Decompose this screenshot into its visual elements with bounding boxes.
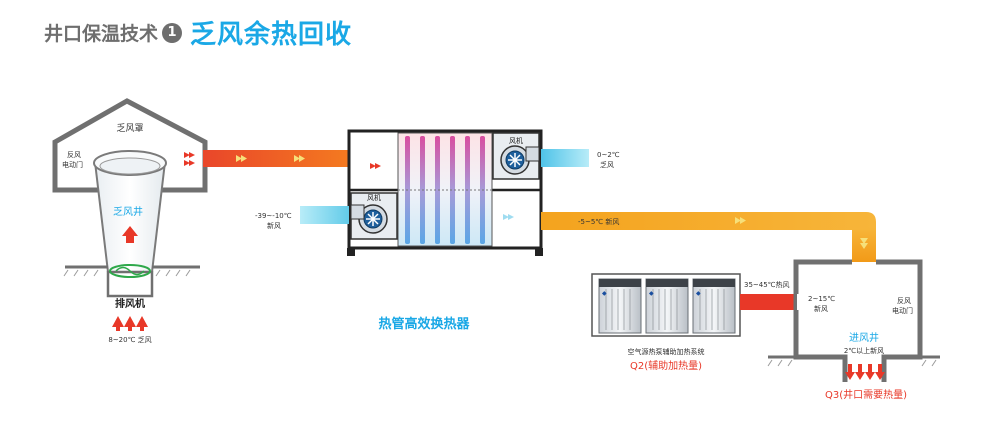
heat-pump-caption: 空气源热泵辅助加热系统 <box>628 347 705 356</box>
exhaust-out-duct: 0~2℃ 乏风 <box>541 149 620 169</box>
fan-top-label: 风机 <box>509 136 523 145</box>
hood-label: 乏风罩 <box>116 123 143 134</box>
header-prefix: 井口保温技术 <box>44 23 159 45</box>
fresh-out-duct: -5~5℃ 新风 <box>541 212 876 262</box>
downflow-arrows-icon <box>845 364 885 380</box>
exchanger-label: 热管高效换热器 <box>378 316 470 332</box>
header-number-badge: 1 <box>162 22 183 43</box>
exchanger-fan-bottom: 风机 <box>350 192 398 240</box>
svg-text:◆: ◆ <box>696 290 701 297</box>
exhaust-duct <box>184 150 349 167</box>
svg-text:◆: ◆ <box>649 290 654 297</box>
fresh-in-label: 新风 <box>267 221 281 230</box>
fresh-out-label: -5~5℃ 新风 <box>578 217 619 226</box>
hot-air-temp: 35~45℃热风 <box>744 280 790 289</box>
inlet-temp-line2: 新风 <box>814 304 828 313</box>
exhaust-fan-label: 排风机 <box>115 297 145 310</box>
hot-air-duct <box>740 294 796 310</box>
header-title: 乏风余热回收 <box>190 20 353 50</box>
heat-pump-unit: ◆ <box>645 278 689 334</box>
exhaust-out-label: 乏风 <box>600 160 614 169</box>
svg-text:◆: ◆ <box>602 290 607 297</box>
hood-reverse-door-line2: 电动门 <box>62 160 83 169</box>
shaft-label: 乏风井 <box>113 205 143 218</box>
inlet-q-label: Q3(井口需要热量) <box>825 388 907 401</box>
heat-pipe-exchanger: 风机 风机 热管高效换热器 <box>347 129 543 332</box>
shaft-temp-label: 8~20℃ 乏风 <box>108 335 151 344</box>
inlet-well-label: 进风井 <box>849 331 879 344</box>
heat-pump-unit: ◆ <box>598 278 642 334</box>
exhaust-out-temp: 0~2℃ <box>597 151 620 159</box>
inlet-reverse-door-line2: 电动门 <box>892 306 913 315</box>
exhaust-fan-icon <box>109 264 151 278</box>
hood-reverse-door-line1: 反风 <box>67 150 81 159</box>
heat-pump-system: ◆ ◆ ◆ 空气源热泵辅助加热系统 Q2(辅助加热量) 35~45℃热风 <box>591 273 796 372</box>
inlet-well: 2~15℃ 新风 反风 电动门 进风井 2℃以上新风 Q3(井口需要热量) <box>767 259 940 401</box>
fan-bottom-label: 风机 <box>367 193 381 202</box>
exhaust-shaft: 乏风井 排风机 8~20℃ 乏风 <box>63 150 200 344</box>
inlet-temp-line1: 2~15℃ <box>808 295 835 303</box>
exchanger-fan-top: 风机 <box>492 132 540 180</box>
heat-pump-unit: ◆ <box>692 278 736 334</box>
fresh-in-duct: -39~-10℃ 新风 <box>255 206 349 230</box>
inlet-reverse-door-line1: 反风 <box>897 296 911 305</box>
inlet-bottom-temp: 2℃以上新风 <box>844 346 884 355</box>
page-header: 井口保温技术 1 乏风余热回收 <box>44 14 352 51</box>
heat-pump-q-label: Q2(辅助加热量) <box>630 359 702 372</box>
fresh-in-temp: -39~-10℃ <box>255 212 292 220</box>
inflow-arrows-icon <box>112 316 148 331</box>
shaft-up-arrow-icon <box>122 226 138 243</box>
